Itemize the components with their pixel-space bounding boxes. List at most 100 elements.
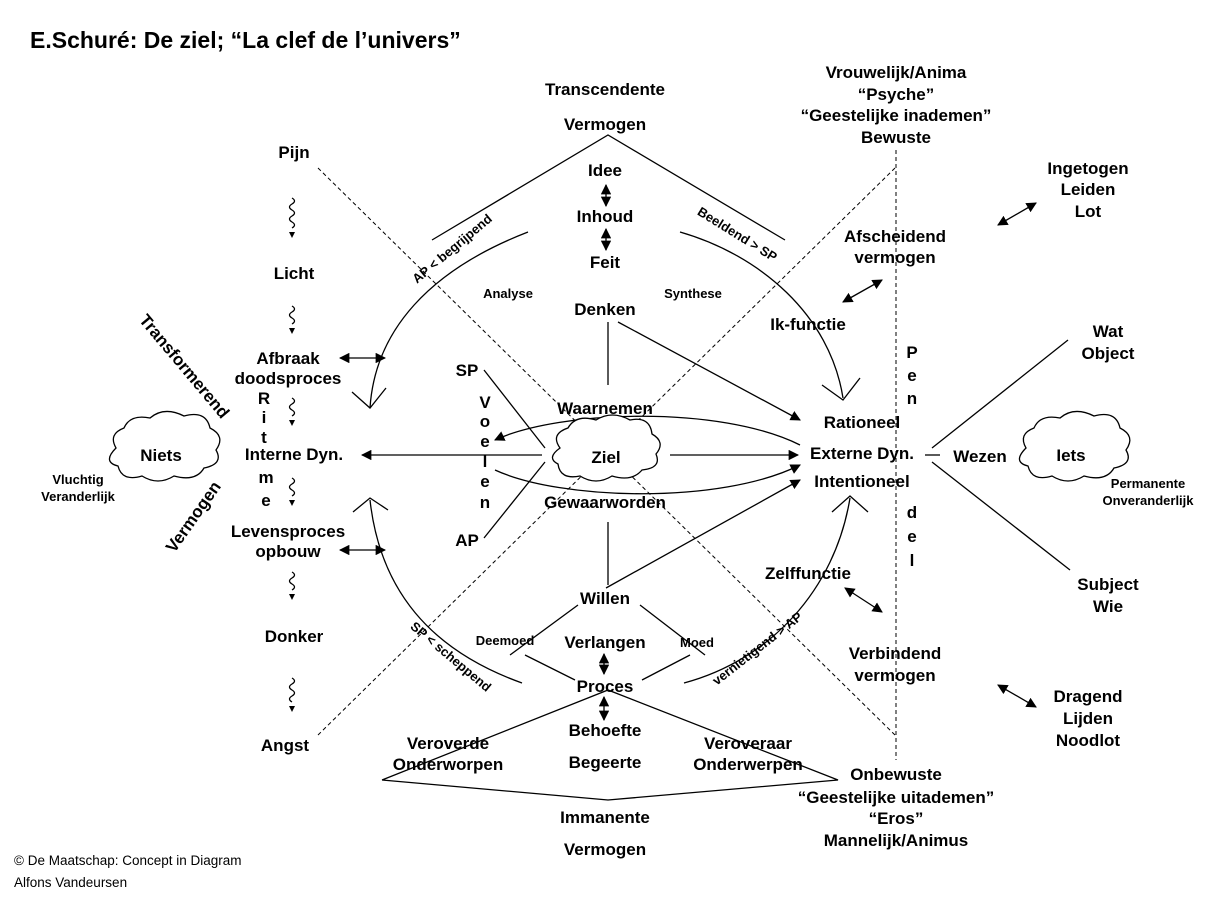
label-ap-begrijpend: AP < begrijpend bbox=[409, 211, 495, 286]
wavy-arrow-interne-levens bbox=[288, 477, 296, 506]
ritme-letter: m bbox=[258, 468, 273, 487]
label-onbewuste: Onbewuste bbox=[850, 765, 942, 784]
label-deemoed: Deemoed bbox=[476, 633, 535, 648]
label-wie: Wie bbox=[1093, 597, 1123, 616]
voelen-letter: e bbox=[480, 432, 489, 451]
label-sp: SP bbox=[456, 361, 479, 380]
label-transformerend: Transformerend bbox=[135, 311, 233, 422]
ritme-letter: i bbox=[262, 408, 267, 427]
dragend-arrow bbox=[997, 684, 1037, 708]
label-intentioneel: Intentioneel bbox=[814, 472, 909, 491]
label-licht: Licht bbox=[274, 264, 315, 283]
label-willen: Willen bbox=[580, 589, 630, 608]
dashed-angst-diagonal bbox=[317, 167, 896, 736]
label-verbindend: Verbindend bbox=[849, 644, 942, 663]
label-dragend: Dragend bbox=[1054, 687, 1123, 706]
pendel-letter: n bbox=[907, 389, 917, 408]
ritme-letter: t bbox=[261, 428, 267, 447]
willen-to-intentioneel-arrow bbox=[605, 479, 801, 589]
label-immanente-vermogen: Vermogen bbox=[564, 840, 646, 859]
label-donker: Donker bbox=[265, 627, 324, 646]
label-object: Object bbox=[1082, 344, 1135, 363]
label-veroverde: Veroverde bbox=[407, 734, 489, 753]
wavy-arrow-pijn-licht bbox=[288, 197, 296, 238]
arc-chevron-right-top bbox=[821, 377, 861, 401]
wavy-arrow-licht-afbraak bbox=[288, 305, 296, 334]
zelf-verbindend-arrow bbox=[844, 587, 883, 613]
label-onderworpen: Onderworpen bbox=[393, 755, 504, 774]
label-feit: Feit bbox=[590, 253, 621, 272]
label-veranderlijk: Veranderlijk bbox=[41, 489, 115, 504]
wavy-arrow-donker-angst bbox=[288, 677, 296, 712]
label-rationeel: Rationeel bbox=[824, 413, 901, 432]
label-ingetogen: Ingetogen bbox=[1047, 159, 1128, 178]
label-afscheidend-vermogen: vermogen bbox=[854, 248, 935, 267]
wavy-arrow-afbraak-interne bbox=[288, 397, 296, 426]
label-idee: Idee bbox=[588, 161, 622, 180]
label-verlangen: Verlangen bbox=[564, 633, 645, 652]
wavy-arrow-levens-donker bbox=[288, 571, 296, 600]
ingetogen-arrow bbox=[997, 202, 1037, 226]
cloud-iets bbox=[1018, 410, 1131, 482]
ritme-vertical: R i t m e bbox=[258, 389, 274, 510]
label-subject: Subject bbox=[1077, 575, 1139, 594]
voelen-letter: l bbox=[483, 452, 488, 471]
label-psyche: “Psyche” bbox=[858, 85, 935, 104]
label-sp-scheppend: SP < scheppend bbox=[408, 618, 495, 694]
label-zelffunctie: Zelffunctie bbox=[765, 564, 851, 583]
dashed-pijn-diagonal bbox=[317, 167, 896, 736]
label-gewaarworden: Gewaarworden bbox=[544, 493, 666, 512]
voelen-letter: n bbox=[480, 493, 490, 512]
cloud-ziel bbox=[551, 414, 661, 482]
label-denken: Denken bbox=[574, 300, 635, 319]
label-leiden: Leiden bbox=[1061, 180, 1116, 199]
voelen-vertical: V o e l e n bbox=[479, 393, 491, 512]
label-synthese: Synthese bbox=[664, 286, 722, 301]
label-transcendente-vermogen: Vermogen bbox=[564, 115, 646, 134]
pendel-vertical: P e n d e l bbox=[906, 343, 917, 570]
afscheidend-ik-arrow bbox=[842, 279, 883, 303]
label-moed: Moed bbox=[680, 635, 714, 650]
voelen-letter: e bbox=[480, 472, 489, 491]
pendel-letter: e bbox=[907, 366, 916, 385]
circle-arc-bottom-left bbox=[369, 499, 523, 684]
label-immanente: Immanente bbox=[560, 808, 650, 827]
label-waarnemen: Waarnemen bbox=[557, 399, 653, 418]
bottom-triangle bbox=[381, 689, 839, 801]
label-transcendente: Transcendente bbox=[545, 80, 665, 99]
label-noodlot: Noodlot bbox=[1056, 731, 1121, 750]
circle-arc-top-right bbox=[679, 231, 844, 399]
label-onderwerpen: Onderwerpen bbox=[693, 755, 803, 774]
label-lot: Lot bbox=[1075, 202, 1102, 221]
label-vernietigend-ap: vernietigend > AP bbox=[709, 609, 805, 689]
ritme-letter: R bbox=[258, 389, 270, 408]
top-triangle bbox=[431, 134, 786, 241]
label-vermogen-left: Vermogen bbox=[162, 478, 225, 556]
footer-author: Alfons Vandeursen bbox=[14, 875, 127, 890]
denken-to-rationeel-arrow bbox=[617, 321, 801, 421]
voelen-letter: o bbox=[480, 412, 490, 431]
label-eros: “Eros” bbox=[869, 809, 924, 828]
diagram-title: E.Schuré: De ziel; “La clef de l’univers… bbox=[30, 27, 461, 53]
label-externe-dyn: Externe Dyn. bbox=[810, 444, 914, 463]
label-behoefte: Behoefte bbox=[569, 721, 642, 740]
label-angst: Angst bbox=[261, 736, 310, 755]
label-analyse: Analyse bbox=[483, 286, 533, 301]
pendel-letter: l bbox=[910, 551, 915, 570]
pendel-letter: d bbox=[907, 503, 917, 522]
sp-connector bbox=[483, 369, 546, 449]
moed-branch-low bbox=[641, 654, 691, 681]
label-geestelijke-inademen: “Geestelijke inademen” bbox=[801, 106, 992, 125]
label-permanente: Permanente bbox=[1111, 476, 1185, 491]
label-inhoud: Inhoud bbox=[577, 207, 634, 226]
label-doodsproces: doodsproces bbox=[235, 369, 342, 388]
pendel-letter: e bbox=[907, 527, 916, 546]
label-geestelijke-uitademen: “Geestelijke uitademen” bbox=[798, 788, 995, 807]
label-opbouw: opbouw bbox=[255, 542, 321, 561]
arc-chevron-left-bottom bbox=[352, 497, 389, 513]
label-verbindend-vermogen: vermogen bbox=[854, 666, 935, 685]
arc-chevron-right-bottom bbox=[831, 495, 869, 513]
label-niets: Niets bbox=[140, 446, 182, 465]
label-levensproces: Levensproces bbox=[231, 522, 345, 541]
label-interne-dyn: Interne Dyn. bbox=[245, 445, 343, 464]
